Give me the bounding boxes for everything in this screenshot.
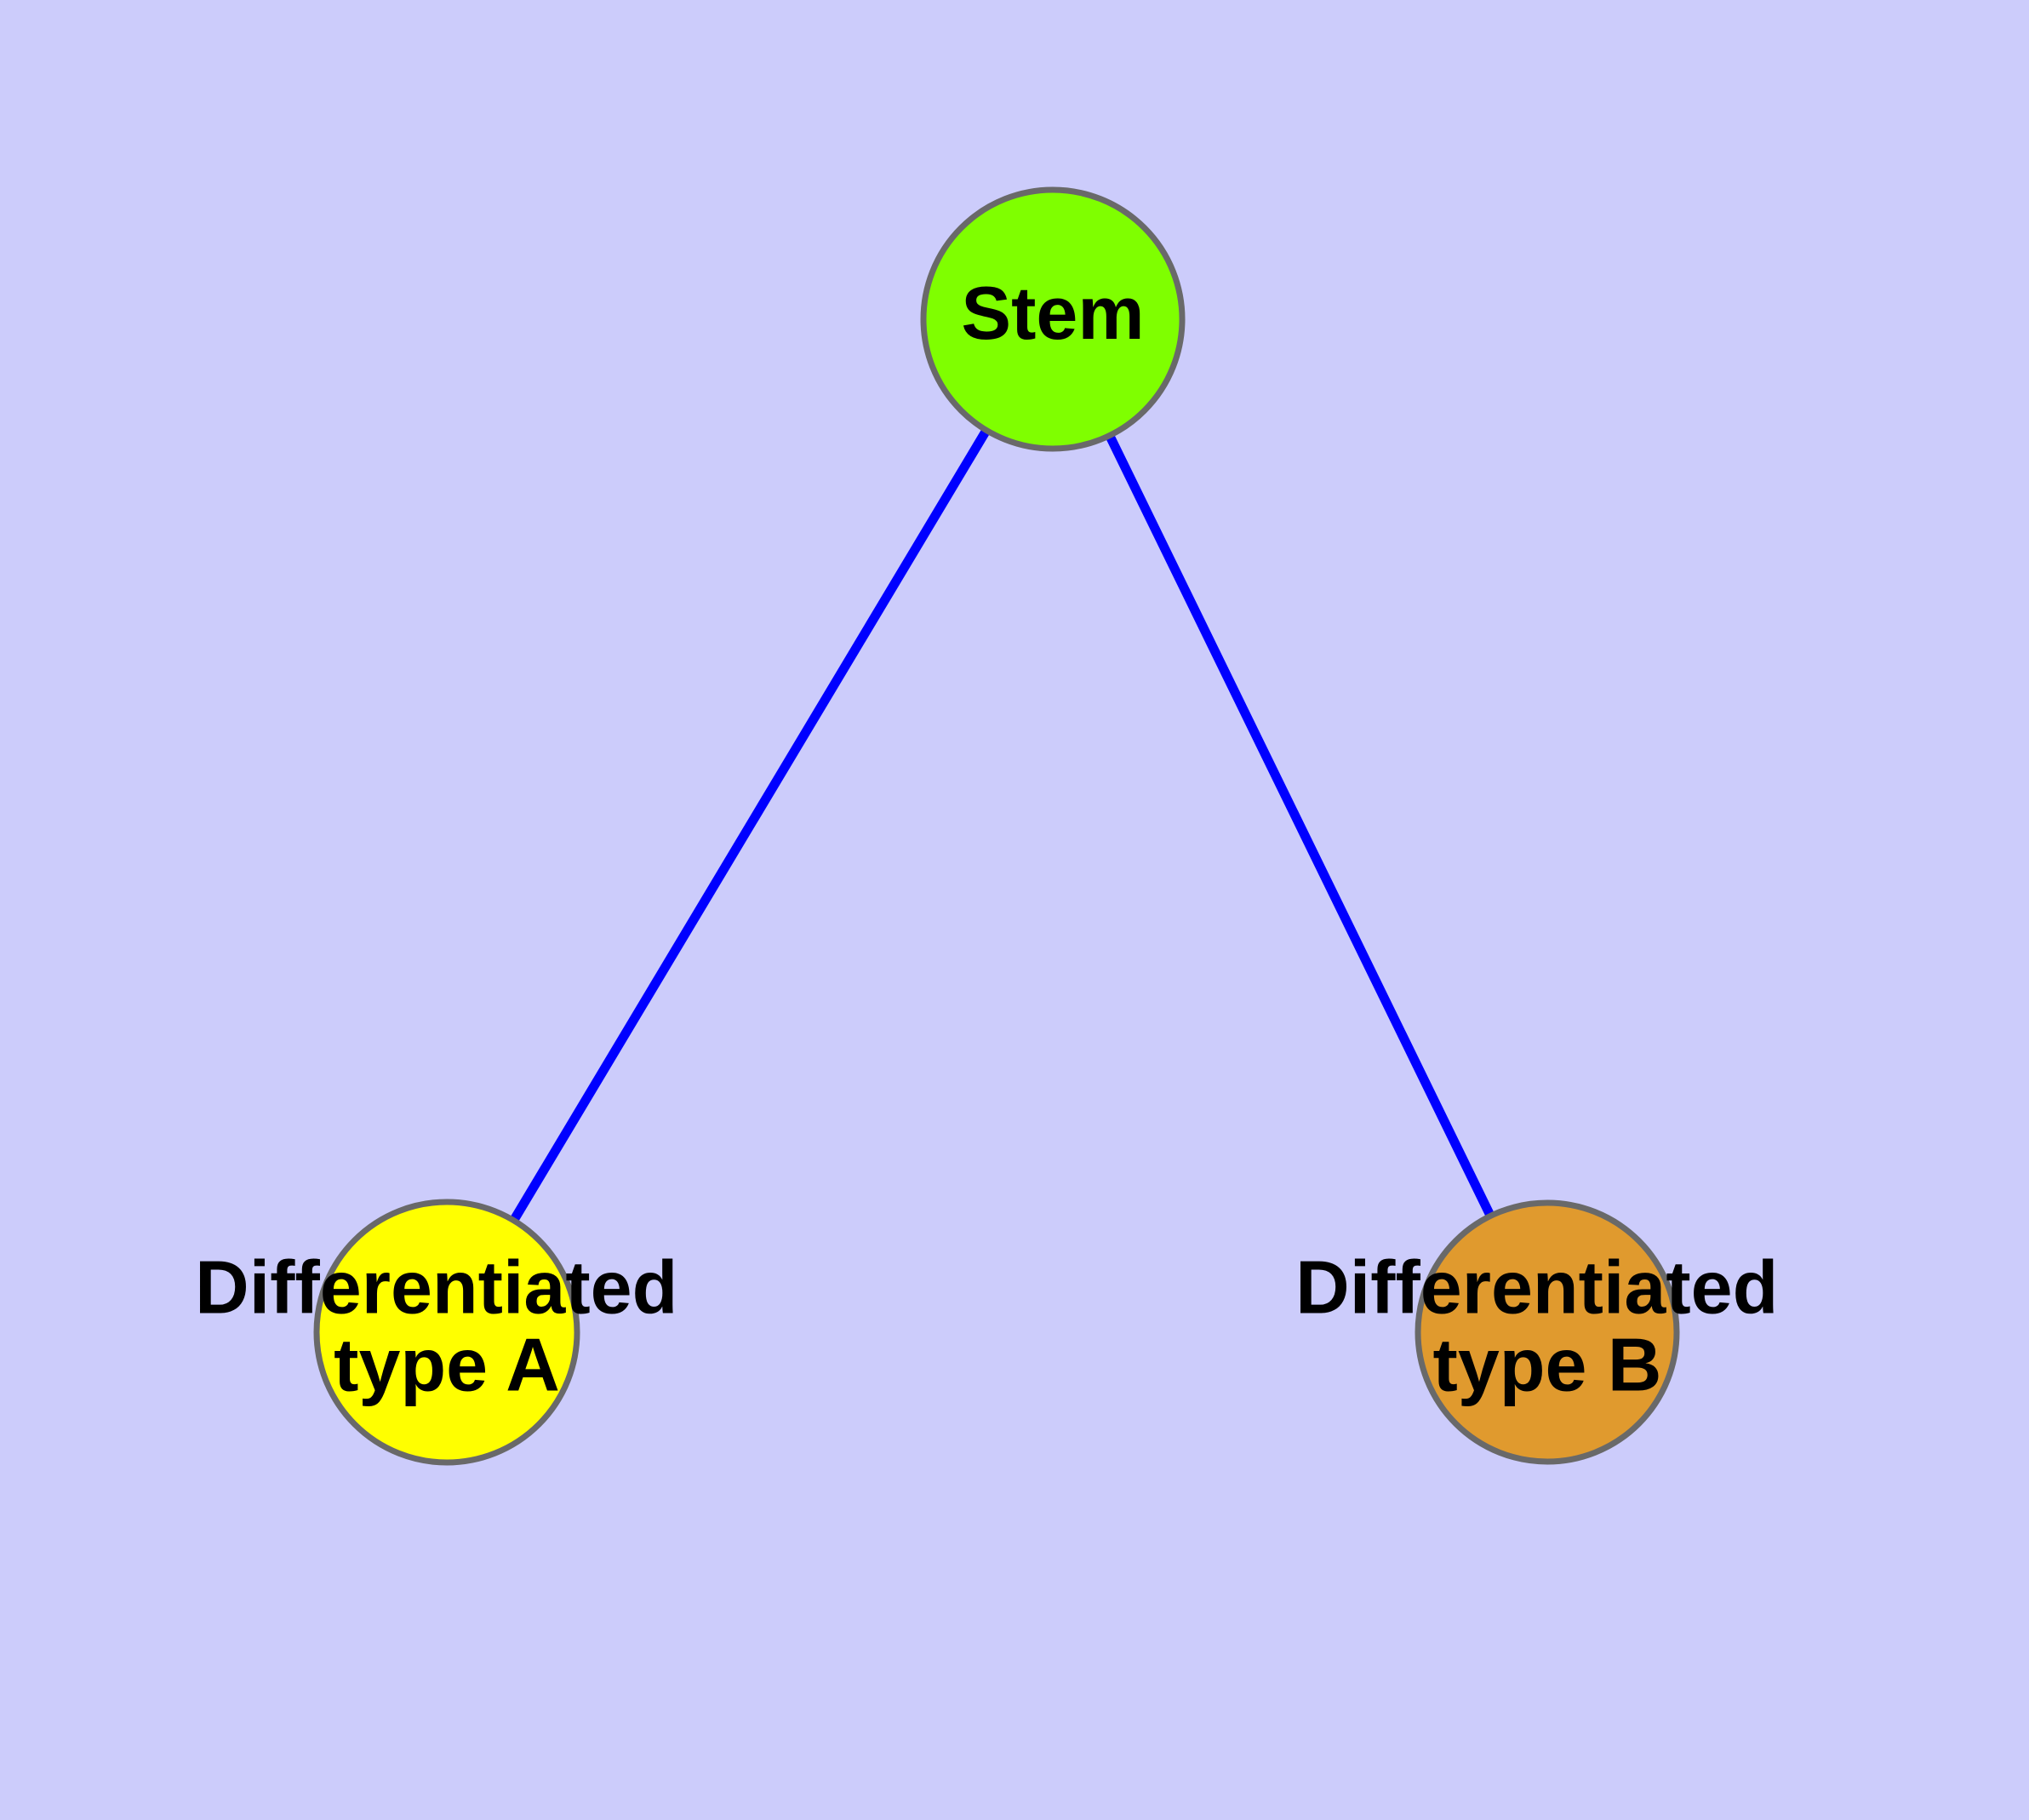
node-differentiated-type-b[interactable] <box>1415 1199 1680 1465</box>
node-label-differentiated-type-a: Differentiated type A <box>195 1245 699 1407</box>
nodes-layer <box>313 186 1680 1466</box>
node-label-stem-line-1: Stem <box>961 271 1144 355</box>
edges-layer <box>443 317 1552 1335</box>
node-differentiated-type-a[interactable] <box>313 1199 580 1466</box>
node-label-differentiated-type-b-line-2: type B <box>1433 1323 1662 1407</box>
edge-stem-to-differentiated-type-b[interactable] <box>1049 317 1552 1335</box>
node-stem[interactable] <box>920 186 1186 452</box>
labels-layer: Stem Differentiated type A Differentiate… <box>195 271 1799 1407</box>
node-label-differentiated-type-a-line-2: type A <box>334 1323 560 1407</box>
node-label-stem: Stem <box>961 271 1144 355</box>
node-label-differentiated-type-a-line-1: Differentiated <box>195 1245 677 1330</box>
node-label-differentiated-type-b: Differentiated type B <box>1295 1245 1799 1407</box>
edge-stem-to-differentiated-type-a[interactable] <box>443 317 1057 1335</box>
node-label-differentiated-type-b-line-1: Differentiated <box>1295 1245 1778 1330</box>
